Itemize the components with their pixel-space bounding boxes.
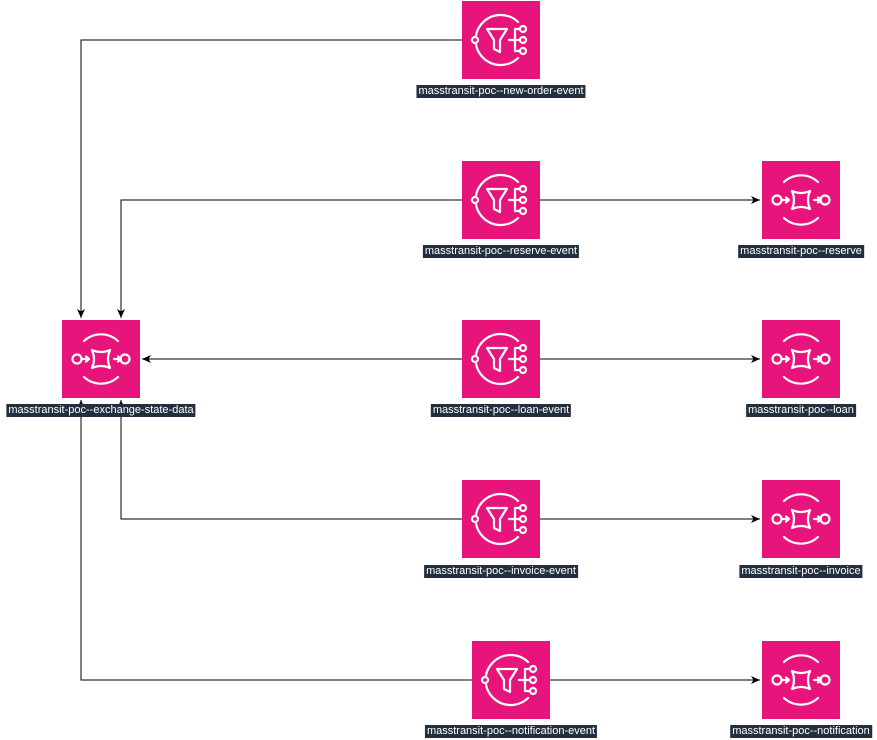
sqs-queue-icon[interactable] xyxy=(762,641,840,719)
sqs-queue-icon[interactable] xyxy=(62,320,140,398)
sns-topic-icon[interactable] xyxy=(462,320,540,398)
loan-topic-label: masstransit-poc--loan-event xyxy=(430,404,572,417)
edges xyxy=(77,39,760,684)
edge-new-order-to-exchange-state xyxy=(77,39,462,318)
edge-invoice-to-exchange-state xyxy=(117,400,462,520)
reserve-queue-label: masstransit-poc--reserve xyxy=(738,245,864,258)
loan-queue-label: masstransit-poc--loan xyxy=(746,404,856,417)
sns-topic-icon[interactable] xyxy=(472,641,550,719)
new-order-topic-label: masstransit-poc--new-order-event xyxy=(416,85,586,98)
edge-reserve-to-exchange-state xyxy=(117,199,462,318)
notification-queue-label: masstransit-poc--notification xyxy=(730,725,872,738)
sns-topic-icon[interactable] xyxy=(462,1,540,79)
notification-topic-label: masstransit-poc--notification-event xyxy=(424,725,598,738)
sqs-queue-icon[interactable] xyxy=(762,161,840,239)
sns-topic-icon[interactable] xyxy=(462,480,540,558)
exchange-state-queue-label: masstransit-poc--exchange-state-data xyxy=(6,404,196,417)
edge-notification-to-exchange-state xyxy=(77,400,472,681)
invoice-queue-label: masstransit-poc--invoice xyxy=(739,565,863,578)
sns-topic-icon[interactable] xyxy=(462,161,540,239)
invoice-topic-label: masstransit-poc--invoice-event xyxy=(424,565,578,578)
reserve-topic-label: masstransit-poc--reserve-event xyxy=(422,245,580,258)
sqs-queue-icon[interactable] xyxy=(762,320,840,398)
sqs-queue-icon[interactable] xyxy=(762,480,840,558)
